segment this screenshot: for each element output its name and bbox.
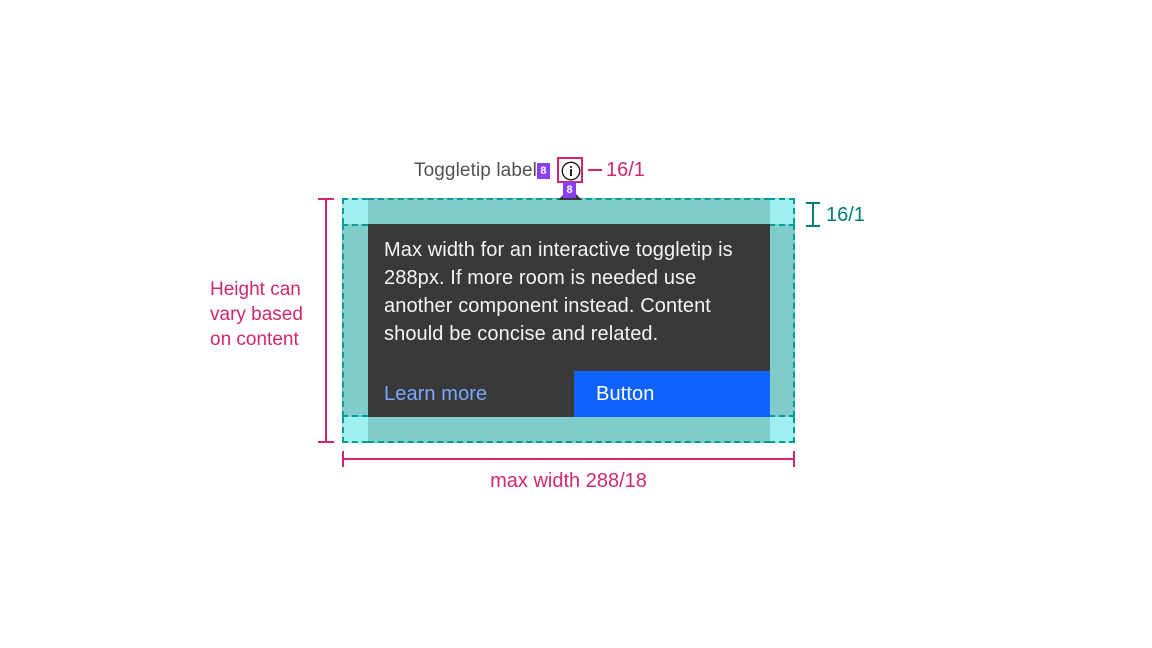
height-annotation-text: Height can vary based on content <box>210 279 303 350</box>
height-measure-cap-bottom <box>318 441 334 443</box>
padding-measure-stem <box>812 202 814 227</box>
toggletip-trigger-row: Toggletip label 8 <box>414 158 550 184</box>
info-icon-bounding-box <box>557 157 583 183</box>
spacing-badge-8-below: 8 <box>563 182 576 198</box>
toggletip-trigger-label: Toggletip label <box>414 160 537 181</box>
toggletip-body-text: Max width for an interactive toggletip i… <box>384 239 733 345</box>
info-icon[interactable] <box>561 161 581 181</box>
width-annotation-text: max width 288/18 <box>490 470 647 492</box>
height-measure-bar <box>318 198 334 443</box>
padding-annotation-text: 16/1 <box>826 204 865 226</box>
width-measure-bar <box>342 451 795 467</box>
toggletip-primary-button[interactable]: Button <box>574 371 770 417</box>
learn-more-link[interactable]: Learn more <box>384 382 488 405</box>
annotation-top-right: 16/1 <box>588 157 645 183</box>
toggletip-actions: Learn more Button <box>368 371 770 417</box>
width-measure-stem <box>342 458 795 460</box>
toggletip-panel: Max width for an interactive toggletip i… <box>368 224 770 417</box>
padding-measure-bar <box>806 202 820 227</box>
annotation-top-right-text: 16/1 <box>606 159 645 181</box>
spacing-badge-8-inline: 8 <box>536 163 550 179</box>
annotation-leader-line <box>588 169 602 171</box>
width-measure-cap-right <box>793 451 795 467</box>
height-measure-stem <box>325 198 327 443</box>
padding-measure-cap-bottom <box>806 225 820 227</box>
